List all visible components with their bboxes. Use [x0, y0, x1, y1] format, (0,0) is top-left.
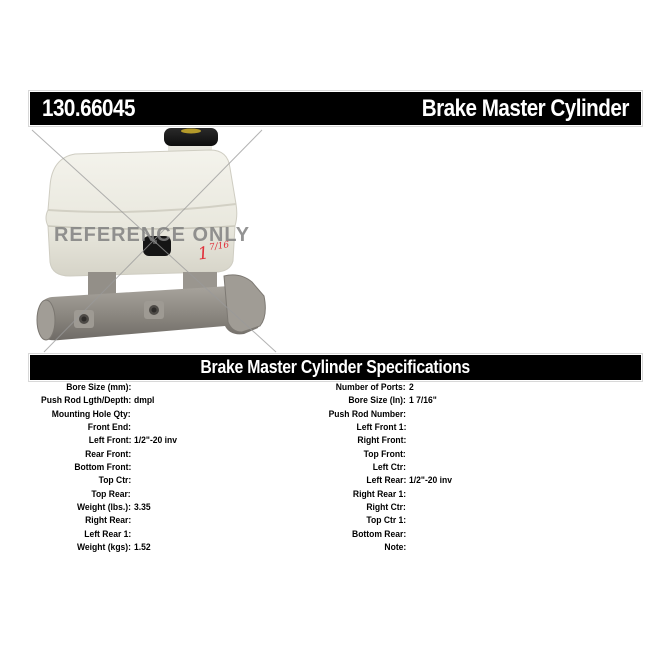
spec-row-right-front: Right Front:: [275, 434, 575, 447]
spec-row-left-front: Left Front:1/2"-20 inv: [0, 434, 300, 447]
spec-label: Number of Ports:: [336, 382, 406, 393]
spec-row-left-ctr: Left Ctr:: [275, 461, 575, 474]
title-bar: 130.66045 Brake Master Cylinder: [28, 90, 643, 127]
svg-text:7/16: 7/16: [208, 240, 230, 253]
spec-row-push-rod-number: Push Rod Number:: [275, 408, 575, 421]
spec-row-top-front: Top Front:: [275, 448, 575, 461]
spec-label: Right Rear 1:: [352, 488, 406, 500]
spec-label: Left Ctr:: [372, 462, 406, 474]
spec-row-right-rear-1: Right Rear 1:: [275, 488, 575, 501]
spec-row-left-rear-1: Left Rear 1:: [0, 528, 300, 541]
spec-row-front-end: Front End:: [0, 421, 300, 434]
product-image: REFERENCE ONLY 1 7/16: [30, 126, 280, 354]
spec-row-note: Note:: [275, 541, 575, 554]
spec-label: Top Rear:: [91, 488, 131, 500]
specifications-title: Brake Master Cylinder Specifications: [200, 357, 471, 377]
reservoir-cap-icon: [164, 128, 218, 146]
spec-row-left-front-1: Left Front 1:: [275, 421, 575, 434]
spec-label: Front End:: [87, 422, 131, 434]
spec-row-bottom-front: Bottom Front:: [0, 461, 300, 474]
spec-label: Bore Size (mm):: [65, 382, 131, 393]
spec-label: Left Rear 1:: [83, 528, 131, 540]
spec-label: Rear Front:: [84, 448, 131, 460]
spec-row-top-ctr: Top Ctr:: [0, 474, 300, 487]
spec-label: Note:: [384, 542, 406, 554]
spec-column-left: Bore Size (mm): Push Rod Lgth/Depth:dmpl…: [0, 381, 300, 554]
spec-label: Weight (kgs):: [77, 542, 131, 554]
handwritten-bore-note: 1: [197, 243, 211, 264]
part-number: 130.66045: [42, 94, 135, 122]
part-name: Brake Master Cylinder: [421, 94, 630, 122]
specifications-header: Brake Master Cylinder Specifications: [28, 353, 643, 382]
spec-row-left-rear: Left Rear:1/2"-20 inv: [275, 474, 575, 487]
spec-row-right-rear: Right Rear:: [0, 514, 300, 527]
spec-row-rear-front: Rear Front:: [0, 448, 300, 461]
spec-label: Right Ctr:: [366, 502, 406, 514]
spec-value: 1/2"-20 inv: [134, 435, 178, 447]
spec-row-weight-lbs: Weight (lbs.):3.35: [0, 501, 300, 514]
level-sensor-connector: [143, 236, 171, 256]
spec-value: 3.35: [134, 502, 151, 514]
spec-value: 1/2"-20 inv: [409, 475, 453, 487]
spec-value: 2: [409, 382, 414, 393]
spec-label: Left Front:: [88, 435, 131, 447]
spec-row-bore-size-mm: Bore Size (mm):: [0, 381, 300, 394]
spec-value: 1.52: [134, 542, 151, 554]
spec-label: Right Rear:: [84, 515, 131, 527]
spec-label: Left Front 1:: [356, 422, 406, 434]
spec-row-weight-kgs: Weight (kgs):1.52: [0, 541, 300, 554]
spec-label: Weight (lbs.):: [77, 502, 131, 514]
spec-row-bottom-rear: Bottom Rear:: [275, 528, 575, 541]
spec-row-mounting-hole-qty: Mounting Hole Qty:: [0, 408, 300, 421]
watermark-text: REFERENCE ONLY: [54, 224, 250, 246]
spec-row-top-rear: Top Rear:: [0, 488, 300, 501]
spec-row-number-of-ports: Number of Ports:2: [275, 381, 575, 394]
spec-column-right: Number of Ports:2 Bore Size (In):1 7/16"…: [275, 381, 575, 554]
spec-label: Push Rod Lgth/Depth:: [40, 395, 131, 407]
spec-row-right-ctr: Right Ctr:: [275, 501, 575, 514]
spec-label: Top Front:: [363, 448, 406, 460]
spec-label: Bottom Rear:: [351, 528, 406, 540]
spec-label: Top Ctr 1:: [366, 515, 406, 527]
spec-row-push-rod-length: Push Rod Lgth/Depth:dmpl: [0, 394, 300, 407]
spec-label: Top Ctr:: [98, 475, 131, 487]
spec-label: Right Front:: [357, 435, 406, 447]
spec-label: Mounting Hole Qty:: [52, 408, 131, 420]
spec-label: Bottom Front:: [74, 462, 131, 474]
spec-label: Left Rear:: [366, 475, 406, 487]
spec-value: 1 7/16": [409, 395, 437, 407]
spec-value: dmpl: [134, 395, 155, 407]
spec-row-bore-size-in: Bore Size (In):1 7/16": [275, 394, 575, 407]
spec-row-top-ctr-1: Top Ctr 1:: [275, 514, 575, 527]
spec-label: Bore Size (In):: [348, 395, 406, 407]
spec-label: Push Rod Number:: [328, 408, 406, 420]
